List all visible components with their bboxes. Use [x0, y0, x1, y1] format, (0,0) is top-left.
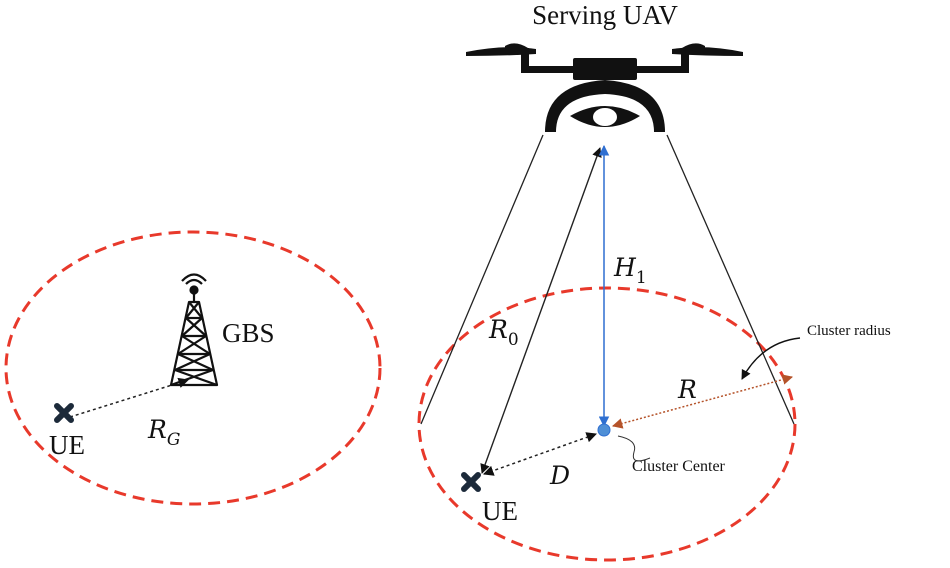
rg-label: RG — [147, 415, 180, 450]
r0-link — [480, 147, 602, 474]
coverage-cone-left — [420, 134, 544, 425]
base-station-tower-icon — [169, 273, 219, 387]
cluster-center-label: Cluster Center — [632, 458, 726, 475]
cluster-boundary — [417, 286, 797, 562]
h1-label: H1 — [613, 253, 647, 288]
ue-cross-icon — [461, 472, 481, 492]
distance-d-line — [483, 432, 597, 476]
cluster-center-dot-icon — [597, 423, 611, 437]
serving-uav-label: Serving UAV — [532, 0, 678, 30]
r0-label: R0 — [488, 315, 519, 350]
radius-r-line — [611, 374, 794, 429]
rg-link-line — [69, 377, 190, 418]
cluster-radius-label: Cluster radius — [807, 323, 891, 339]
ue-cross-icon — [54, 403, 74, 423]
r-label: R — [677, 375, 697, 404]
gbs-label: GBS — [222, 318, 275, 348]
ue-left-label: UE — [49, 430, 85, 460]
gbs-cell-boundary — [4, 230, 382, 506]
ue-right-label: UE — [482, 496, 518, 526]
cluster-radius-pointer — [741, 337, 801, 380]
cluster-center-pointer — [617, 435, 651, 462]
uav-drone-icon — [466, 43, 743, 132]
d-label: D — [549, 461, 570, 490]
